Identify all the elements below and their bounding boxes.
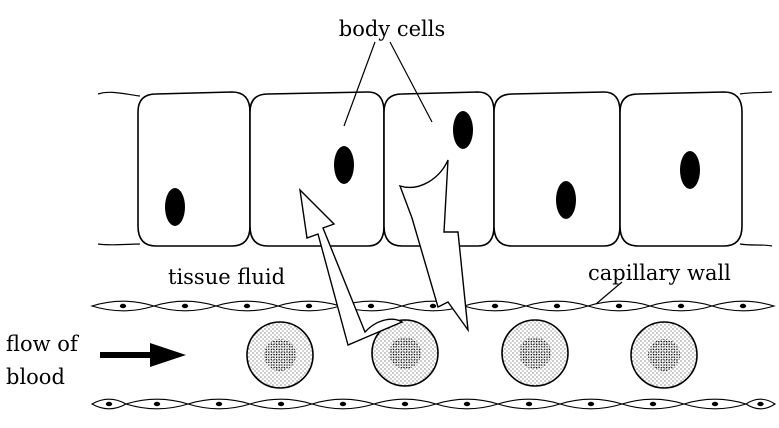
endothelial-nucleus — [492, 304, 498, 308]
endothelial-nucleus — [464, 402, 470, 406]
endothelial-nucleus — [650, 402, 656, 406]
endothelial-nucleus — [182, 304, 188, 308]
nucleus-2 — [334, 146, 354, 184]
capillary-wall-top — [92, 301, 774, 311]
endothelial-nucleus — [306, 304, 312, 308]
endothelial-nucleus — [120, 304, 126, 308]
endothelial-nucleus — [526, 402, 532, 406]
endothelial-nucleus — [368, 304, 374, 308]
endothelial-nucleus — [757, 402, 763, 406]
endothelial-nucleus — [430, 304, 436, 308]
flow-arrow — [100, 343, 186, 367]
label-blood: blood — [6, 365, 65, 389]
endothelial-nucleus — [740, 304, 746, 308]
label-capillary-wall: capillary wall — [588, 261, 731, 285]
endothelial-nucleus — [244, 304, 250, 308]
endothelial-nucleus — [678, 304, 684, 308]
endothelial-nucleus — [106, 402, 112, 406]
endothelial-nucleus — [554, 304, 560, 308]
label-flow-of: flow of — [6, 332, 80, 356]
endothelial-nucleus — [216, 402, 222, 406]
endothelial-nucleus — [588, 402, 594, 406]
red-blood-cells — [247, 320, 697, 388]
nucleus-5 — [680, 151, 700, 189]
red-blood-cell-1 — [247, 322, 313, 388]
body-cell-4 — [494, 92, 620, 246]
endothelial-nucleus — [616, 304, 622, 308]
nucleus-4 — [556, 181, 576, 219]
label-body-cells: body cells — [339, 17, 445, 41]
endothelial-nucleus — [154, 402, 160, 406]
capillary-wall-bottom — [92, 399, 775, 409]
nucleus-1 — [165, 188, 185, 226]
endothelial-nucleus — [340, 402, 346, 406]
endothelial-nucleus — [712, 402, 718, 406]
endothelial-nucleus — [402, 402, 408, 406]
label-tissue-fluid: tissue fluid — [168, 265, 285, 289]
red-blood-cell-4 — [631, 322, 697, 388]
body-cell-1 — [138, 92, 250, 246]
endothelial-nucleus — [278, 402, 284, 406]
red-blood-cell-3 — [502, 320, 568, 386]
nucleus-3 — [453, 111, 473, 149]
